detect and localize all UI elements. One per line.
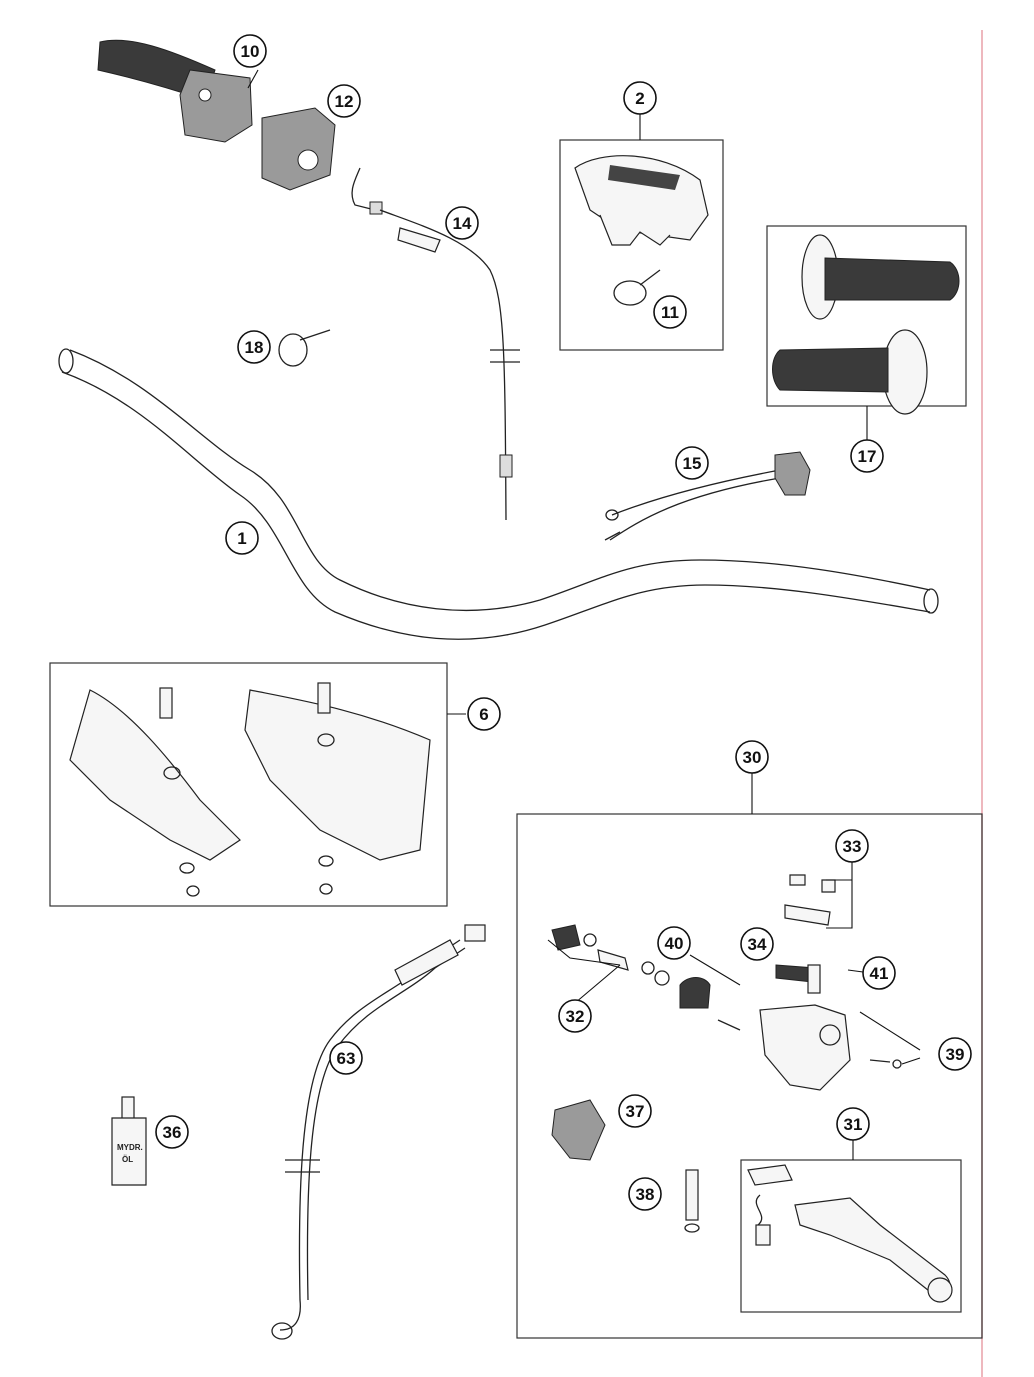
svg-text:17: 17	[858, 447, 877, 466]
svg-text:36: 36	[163, 1123, 182, 1142]
clutch-lever-frame	[740, 1159, 962, 1313]
svg-text:32: 32	[566, 1007, 585, 1026]
callout-30: 30	[735, 740, 769, 774]
svg-text:63: 63	[337, 1049, 356, 1068]
callout-37: 37	[618, 1094, 652, 1128]
callout-39: 39	[938, 1037, 972, 1071]
master-cylinder-drawing	[551, 874, 902, 1233]
callout-18: 18	[237, 330, 271, 364]
oil-bottle-label-line2: ÖL	[122, 1155, 133, 1164]
callout-41: 41	[862, 956, 896, 990]
handguard-frame	[49, 662, 448, 907]
callout-17: 17	[850, 439, 884, 473]
callout-32: 32	[558, 999, 592, 1033]
svg-text:38: 38	[636, 1185, 655, 1204]
callout-36: 36	[155, 1115, 189, 1149]
svg-text:40: 40	[665, 934, 684, 953]
callout-2: 2	[623, 81, 657, 115]
svg-text:39: 39	[946, 1045, 965, 1064]
callout-1: 1	[225, 521, 259, 555]
callout-31: 31	[836, 1107, 870, 1141]
svg-text:15: 15	[683, 454, 702, 473]
clutch-hose-drawing	[271, 924, 486, 1340]
cable-tie-drawing	[278, 329, 331, 367]
svg-text:14: 14	[453, 214, 472, 233]
svg-text:33: 33	[843, 837, 862, 856]
callout-34: 34	[740, 927, 774, 961]
callout-12: 12	[327, 84, 361, 118]
svg-text:34: 34	[748, 935, 767, 954]
svg-text:2: 2	[635, 89, 644, 108]
svg-text:12: 12	[335, 92, 354, 111]
handguard-drawing	[69, 682, 431, 897]
svg-text:30: 30	[743, 748, 762, 767]
svg-text:37: 37	[626, 1102, 645, 1121]
callout-6: 6	[467, 697, 501, 731]
handlebar-pad-drawing	[574, 155, 709, 306]
grips-drawing	[772, 234, 960, 415]
callout-33: 33	[835, 829, 869, 863]
svg-text:18: 18	[245, 338, 264, 357]
callout-38: 38	[628, 1177, 662, 1211]
callout-40: 40	[657, 926, 691, 960]
handlebar-drawing	[58, 348, 939, 640]
leader-lines	[247, 69, 921, 1160]
callout-14: 14	[445, 206, 479, 240]
callout-11: 11	[653, 295, 687, 329]
throttle-cable-drawing	[351, 167, 520, 521]
callout-63: 63	[329, 1041, 363, 1075]
throttle-grip-drawing	[97, 39, 336, 191]
callout-10: 10	[233, 34, 267, 68]
svg-text:41: 41	[870, 964, 889, 983]
oil-bottle-drawing: MYDR. ÖL	[111, 1096, 147, 1186]
clutch-lever-drawing	[747, 1164, 953, 1303]
svg-text:1: 1	[237, 529, 246, 548]
svg-text:6: 6	[479, 705, 488, 724]
master-cylinder-frame	[516, 813, 983, 1339]
callout-15: 15	[675, 446, 709, 480]
svg-text:11: 11	[661, 303, 679, 322]
svg-text:10: 10	[241, 42, 260, 61]
svg-text:31: 31	[844, 1115, 863, 1134]
oil-bottle-label-line1: MYDR.	[117, 1143, 143, 1152]
kill-switch-drawing	[604, 451, 811, 541]
handlebar-pad-frame	[559, 139, 724, 351]
